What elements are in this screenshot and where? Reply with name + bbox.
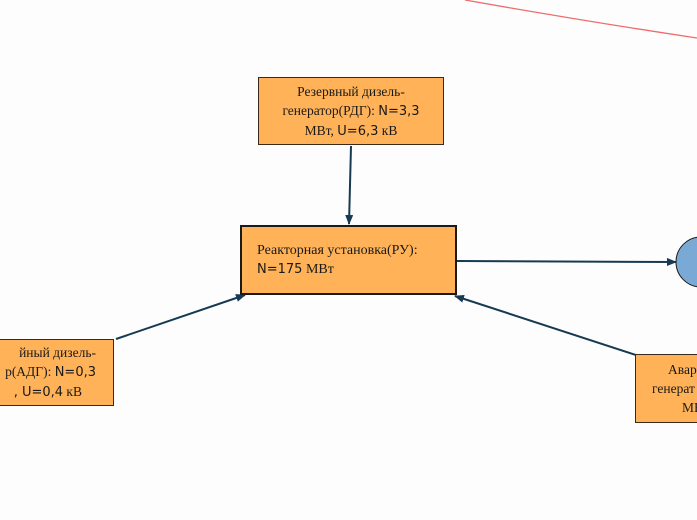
emergency-diesel-generator-right-node[interactable]: Авар генерат МВ [635,354,697,423]
reserve-dg-line2: генератор(РДГ): N=3,3 [282,102,420,119]
reactor-line2: N=175 МВт [257,262,334,277]
arrow-right-emergency-to-reactor [454,294,637,356]
left-edg-line3: , U=0,4 кВ [13,384,82,400]
output-circle-node[interactable] [675,236,697,288]
top-curve [464,0,697,39]
arrow-reserve-to-reactor [345,145,354,225]
reserve-dg-line1: Резервный дизель- [297,83,405,99]
emergency-diesel-generator-left-node[interactable]: йный дизель- р(АДГ): N=0,3 , U=0,4 кВ [0,339,114,406]
reserve-dg-line3: МВт, U=6,3 кВ [304,122,398,139]
right-edg-line3: МВ [682,400,697,415]
left-edg-line1: йный дизель- [19,345,96,360]
left-edg-line2: р(АДГ): N=0,3 [5,364,96,380]
reserve-diesel-generator-node[interactable]: Резервный дизель- генератор(РДГ): N=3,3 … [258,77,444,145]
right-edg-line1: Авар [668,362,697,377]
right-edg-line2: генерат [652,381,695,396]
reactor-installation-node[interactable]: Реакторная установка(РУ): N=175 МВт [240,225,457,295]
reactor-line1: Реакторная установка(РУ): [257,243,418,258]
arrow-left-emergency-to-reactor [115,294,246,340]
arrow-reactor-to-circle [456,257,677,266]
